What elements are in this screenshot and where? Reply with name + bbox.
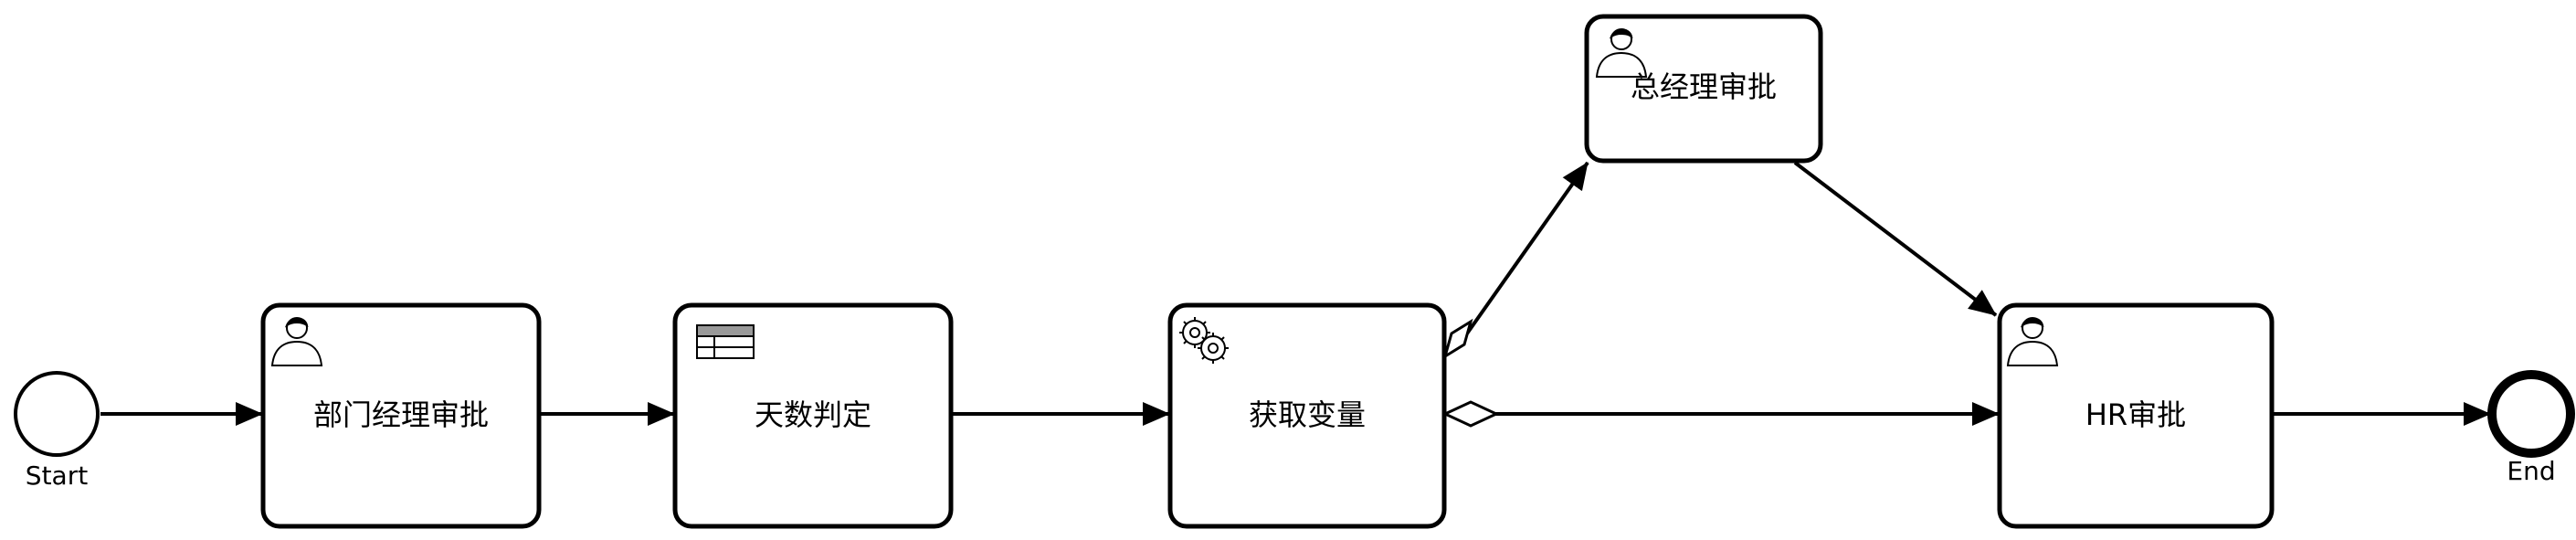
- task-hr-approval[interactable]: HR审批: [1997, 302, 2275, 529]
- start-event-label: Start: [26, 461, 88, 491]
- user-icon: [270, 317, 323, 366]
- gear-icon: [1179, 317, 1229, 364]
- task-dept-manager-approval[interactable]: 部门经理审批: [260, 302, 542, 529]
- business-rule-table-icon: [696, 324, 755, 359]
- task-hr-label: HR审批: [2085, 397, 2186, 432]
- flow-get-variable-to-general-manager[interactable]: [1465, 161, 1589, 335]
- start-event[interactable]: Start: [14, 371, 100, 491]
- user-icon: [2006, 317, 2059, 366]
- task-general-manager-approval[interactable]: 总经理审批: [1584, 14, 1823, 164]
- task-get-variable[interactable]: 获取变量: [1167, 302, 1447, 529]
- task-general-manager-label: 总经理审批: [1631, 69, 1777, 104]
- task-dept-manager-label: 部门经理审批: [313, 397, 489, 432]
- conditional-flow-markers: [1441, 318, 1500, 428]
- flow-general-manager-to-hr[interactable]: [1793, 161, 1998, 317]
- conditional-marker-to-hr: [1441, 400, 1500, 428]
- conditional-marker-to-general-manager: [1442, 318, 1473, 360]
- task-get-variable-label: 获取变量: [1249, 397, 1366, 432]
- end-event[interactable]: End: [2487, 370, 2575, 486]
- task-days-decision-label: 天数判定: [755, 397, 871, 432]
- end-event-label: End: [2507, 456, 2555, 486]
- sequence-flows: [100, 161, 2491, 426]
- user-icon: [1595, 28, 1648, 78]
- task-days-decision[interactable]: 天数判定: [672, 302, 954, 529]
